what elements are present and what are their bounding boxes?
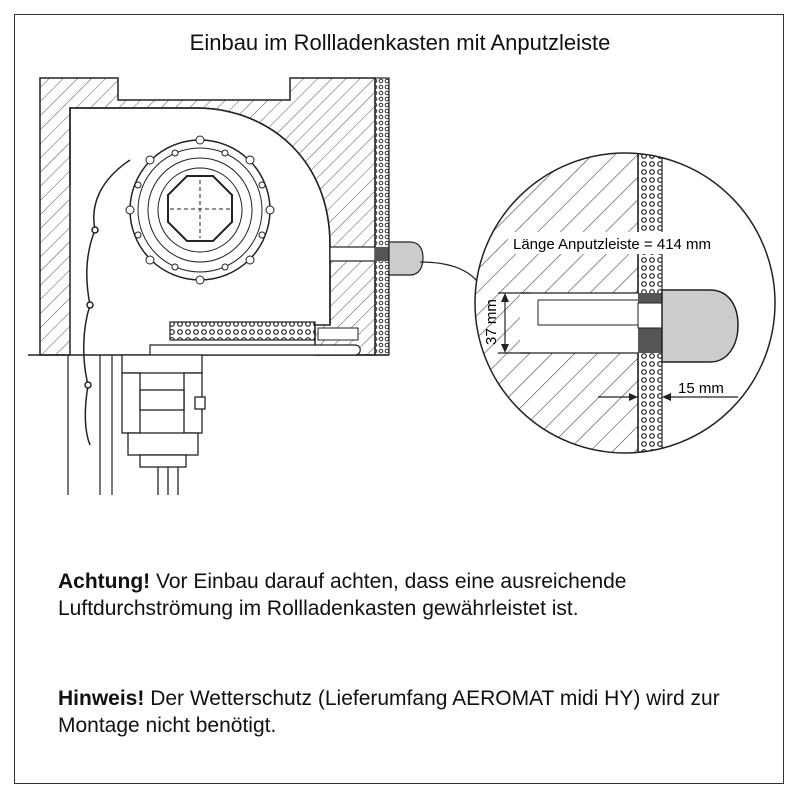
zoom-detail: [474, 152, 776, 454]
length-label: Länge Anputzleiste = 414 mm: [513, 236, 711, 253]
outer-frame: [14, 14, 784, 784]
warning-note: Achtung! Vor Einbau darauf achten, dass …: [58, 568, 748, 622]
height-dimension-label: 37 mm: [483, 299, 500, 345]
height-dimension: [498, 292, 530, 354]
warning-text: Vor Einbau darauf achten, dass eine ausr…: [58, 570, 627, 620]
hint-note: Hinweis! Der Wetterschutz (Lieferumfang …: [58, 685, 748, 739]
hint-heading: Hinweis!: [58, 687, 145, 710]
guide-rails: [67, 355, 113, 495]
roller-drum: [125, 135, 275, 285]
warning-heading: Achtung!: [58, 570, 151, 593]
window-frame-profile: [121, 354, 206, 495]
slat-ring: [125, 135, 275, 285]
insulation-board: [149, 321, 361, 356]
length-label-bg: [508, 232, 744, 254]
depth-dimension: [598, 393, 738, 401]
hanging-slats: [83, 159, 131, 446]
zoom-leader-line: [419, 261, 481, 286]
hint-text: Der Wetterschutz (Lieferumfang AEROMAT m…: [58, 687, 720, 737]
depth-dimension-label: 15 mm: [678, 380, 724, 397]
diagram-title: Einbau im Rollladenkasten mit Anputzleis…: [189, 30, 611, 55]
